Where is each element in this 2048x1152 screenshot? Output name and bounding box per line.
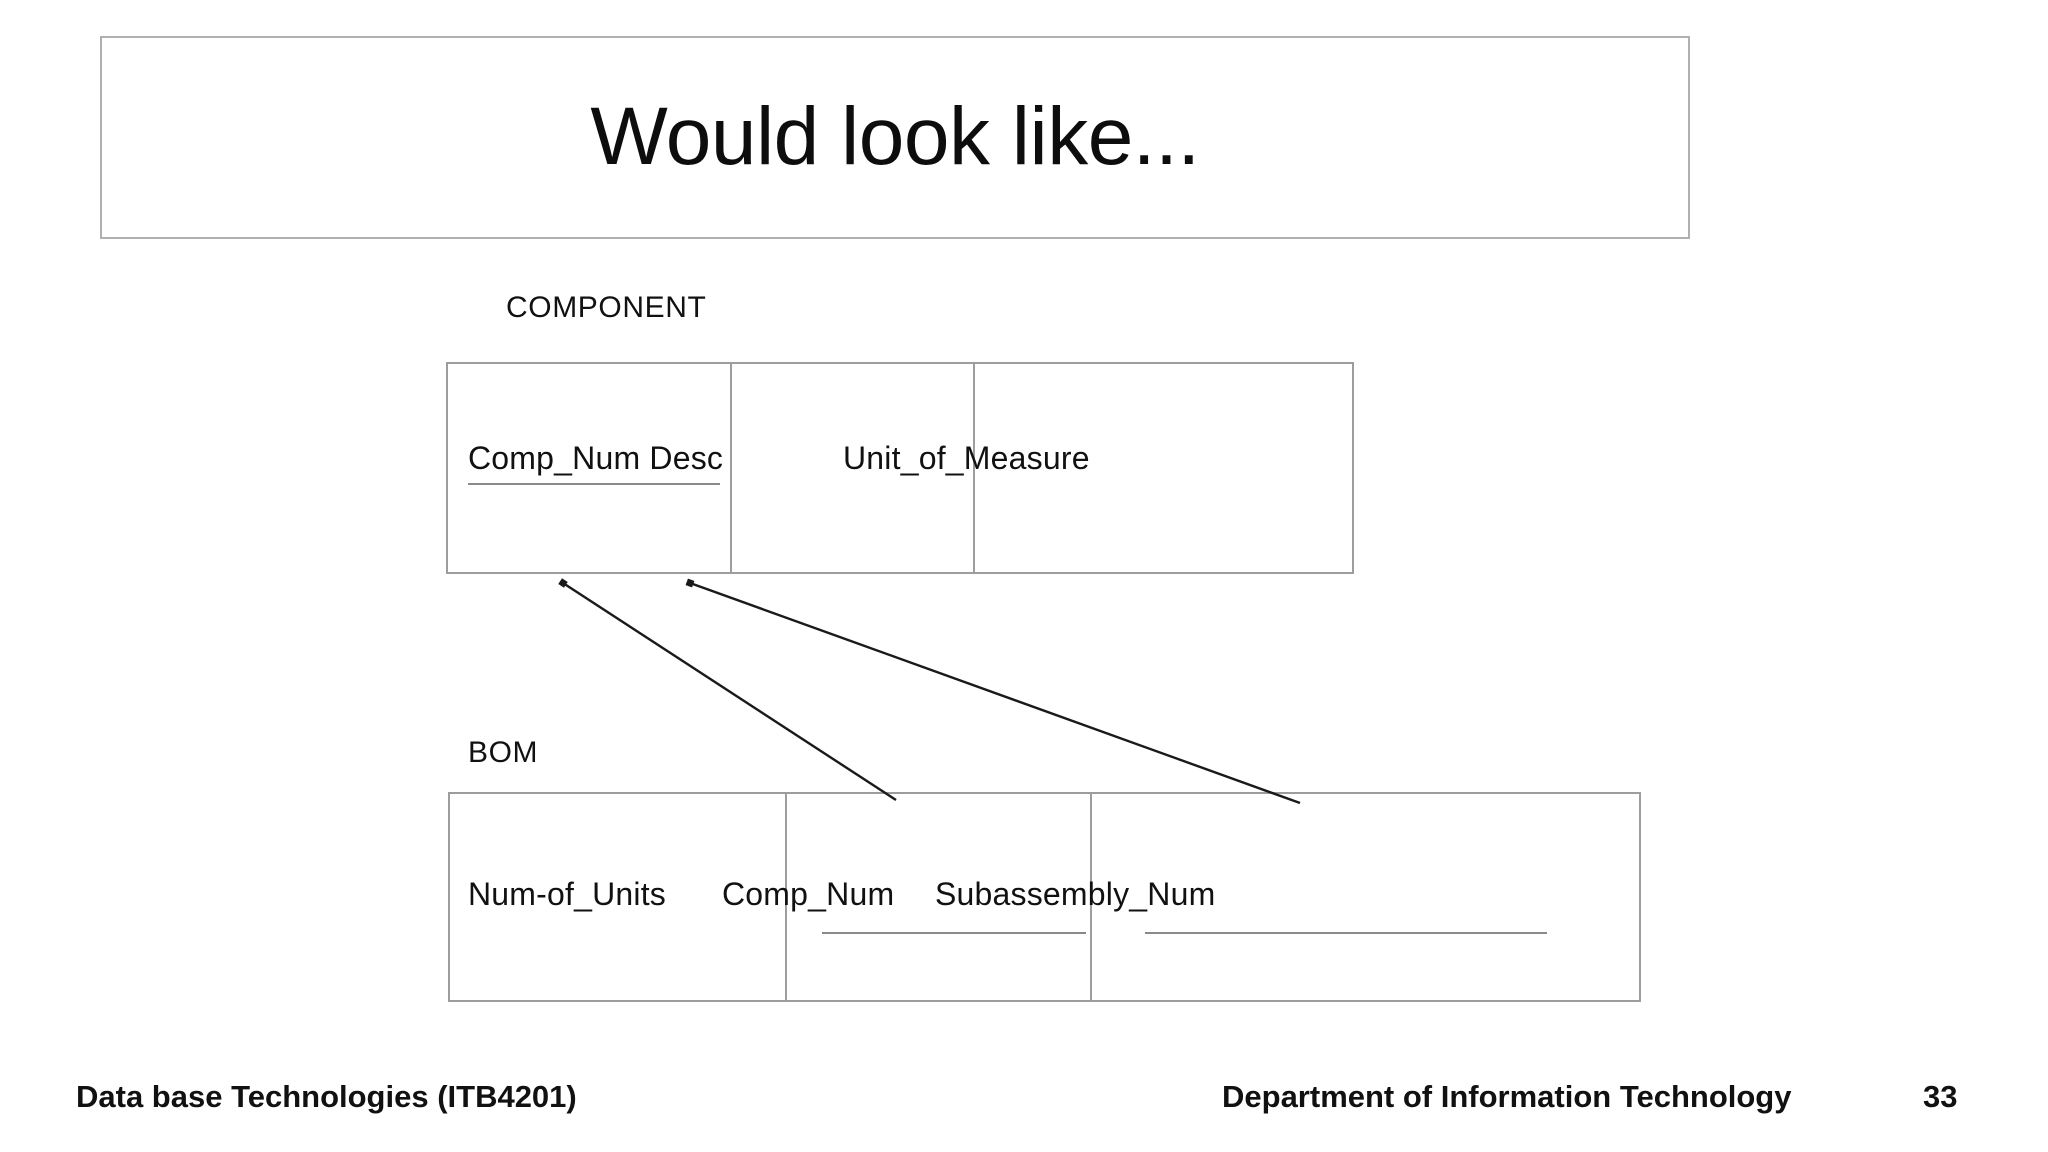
entity-label-bom: BOM xyxy=(468,736,539,769)
attribute-bom-comp-num: Comp_Num xyxy=(722,876,895,912)
footer-course: Data base Technologies (ITB4201) xyxy=(76,1079,577,1114)
attribute-bom-subassembly-num: Subassembly_Num xyxy=(935,876,1216,912)
footer-department: Department of Information Technology xyxy=(1222,1079,1792,1114)
attribute-underline-bom-comp-num xyxy=(822,932,1086,934)
relationship-arrow-comp-num xyxy=(558,578,897,802)
attribute-component-unit-of-measure: Unit_of_Measure xyxy=(843,440,1090,476)
attribute-bom-num-of-units: Num-of_Units xyxy=(468,876,667,912)
title-placeholder[interactable]: Would look like... xyxy=(100,36,1690,239)
attribute-underline-bom-subassembly-num xyxy=(1145,932,1547,934)
component-column-divider-2 xyxy=(973,364,975,572)
attribute-underline-component-primary-key xyxy=(468,483,720,485)
relation-table-bom[interactable] xyxy=(448,792,1641,1002)
page-title: Would look like... xyxy=(590,91,1200,183)
entity-label-component: COMPONENT xyxy=(506,291,707,324)
footer-page-number: 33 xyxy=(1923,1079,1958,1114)
component-column-divider-1 xyxy=(730,364,732,572)
relationship-arrow-subassembly-num xyxy=(685,578,1301,805)
relation-table-component[interactable] xyxy=(446,362,1354,574)
bom-column-divider-2 xyxy=(1090,794,1092,1000)
bom-column-divider-1 xyxy=(785,794,787,1000)
attribute-component-comp-num-desc: Comp_Num Desc xyxy=(468,440,724,476)
